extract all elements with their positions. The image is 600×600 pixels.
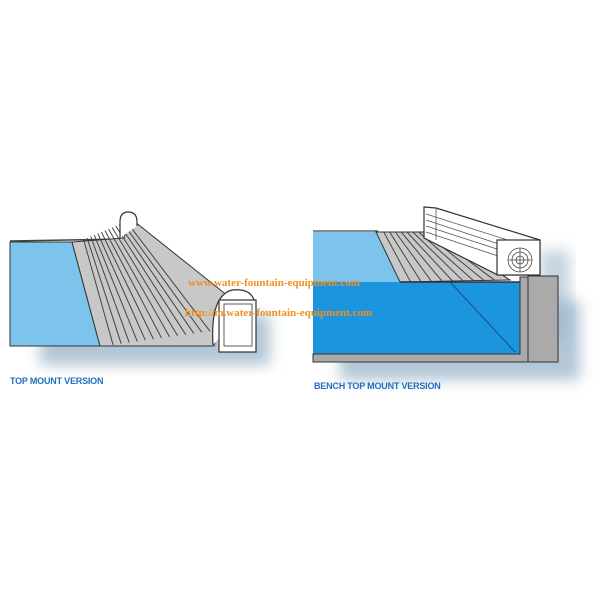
watermark-line2: http://m.water-fountain-equipment.com <box>185 307 373 319</box>
slat-line <box>90 236 130 343</box>
slat-line <box>108 228 171 338</box>
slat-line <box>118 224 195 334</box>
bench-top-mount-label: BENCH TOP MOUNT VERSION <box>314 381 441 391</box>
roller-box <box>218 299 257 353</box>
bench-wall <box>527 275 559 363</box>
slat-line <box>97 233 146 341</box>
slat-line <box>86 237 122 344</box>
pool-water-deep <box>313 282 520 354</box>
slat-line <box>383 231 411 283</box>
slat-line <box>93 234 138 342</box>
roller-end <box>119 211 138 238</box>
roller-drum <box>507 247 533 273</box>
slat-line <box>400 231 443 282</box>
slat-line <box>389 231 422 282</box>
slat-line <box>126 221 211 332</box>
slat-line <box>115 225 187 335</box>
slat-line <box>406 231 453 282</box>
slat-line <box>104 230 162 339</box>
watermark-line1: www.water-fountain-equipment.com <box>188 277 360 289</box>
top-mount-illustration <box>9 211 270 365</box>
slat-line <box>394 231 432 282</box>
slat-line <box>122 222 203 333</box>
pool-water-surface <box>313 232 400 282</box>
slat-line <box>100 231 154 340</box>
bench-top-mount-illustration <box>312 206 580 380</box>
cover-slats <box>375 231 512 283</box>
slat-line <box>111 227 179 336</box>
slat-line <box>412 231 464 282</box>
slat-line <box>83 239 114 345</box>
top-mount-label: TOP MOUNT VERSION <box>10 376 104 386</box>
